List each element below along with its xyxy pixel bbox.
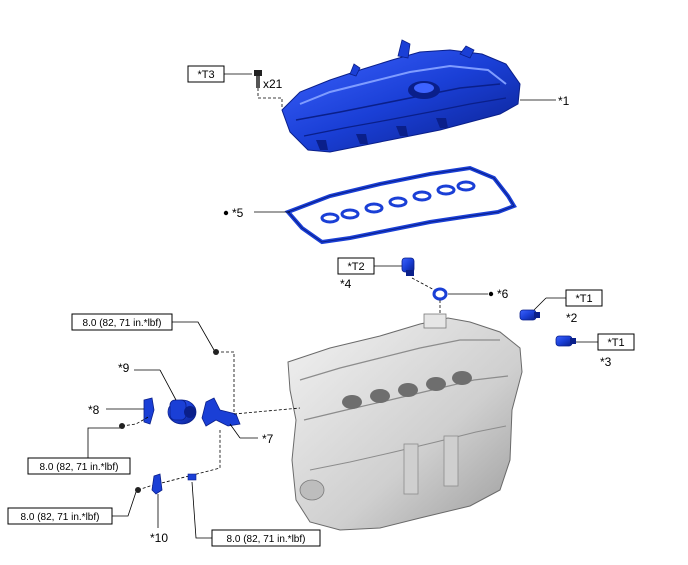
bolt-a bbox=[213, 349, 219, 355]
part-3-sensor bbox=[555, 335, 576, 347]
torque-leader-a bbox=[172, 321, 215, 351]
callout-1: *1 bbox=[558, 94, 570, 108]
bolt-guide-line bbox=[257, 88, 283, 108]
callout-2: *2 bbox=[566, 311, 578, 325]
part-4-plug bbox=[401, 257, 415, 276]
torque-spec-c: 8.0 (82, 71 in.*lbf) bbox=[21, 512, 100, 523]
callout-10: *10 bbox=[150, 531, 168, 545]
bolt-quantity: x21 bbox=[263, 77, 283, 91]
bolt-b bbox=[119, 423, 125, 429]
part-7-bracket bbox=[201, 397, 241, 427]
bolt-c bbox=[135, 487, 141, 493]
torque-leader-c bbox=[112, 491, 137, 517]
bullet-dot-5 bbox=[223, 210, 229, 216]
bullet-dot-6 bbox=[488, 291, 494, 297]
part-2-sensor bbox=[519, 309, 540, 321]
head-cover-gasket bbox=[284, 165, 517, 245]
torque-spec-d: 8.0 (82, 71 in.*lbf) bbox=[227, 534, 306, 545]
torque-spec-a: 8.0 (82, 71 in.*lbf) bbox=[83, 318, 162, 329]
bolt-d bbox=[187, 473, 197, 481]
callout-4: *4 bbox=[340, 277, 352, 291]
guide-line-a bbox=[216, 351, 301, 415]
tag-t2: *T2 bbox=[347, 261, 364, 273]
part-10-clip bbox=[151, 473, 163, 495]
cylinder-head-block bbox=[287, 313, 523, 531]
torque-leader-d bbox=[191, 481, 212, 539]
tag-t3: *T3 bbox=[197, 69, 214, 81]
callout-8: *8 bbox=[88, 403, 100, 417]
cylinder-head-cover bbox=[281, 39, 521, 153]
tag-t1-b: *T1 bbox=[607, 337, 624, 349]
tag-t1-a: *T1 bbox=[575, 293, 592, 305]
torque-leader-b bbox=[87, 427, 120, 458]
callout-7: *7 bbox=[262, 432, 274, 446]
torque-spec-b: 8.0 (82, 71 in.*lbf) bbox=[40, 462, 119, 473]
callout-5: *5 bbox=[232, 206, 244, 220]
callout-6: *6 bbox=[497, 287, 509, 301]
torque-box-b bbox=[27, 457, 131, 475]
part-6-o-ring bbox=[432, 287, 448, 301]
guide-line-c bbox=[137, 430, 221, 491]
part-8-clip bbox=[143, 397, 155, 425]
part-9-housing bbox=[167, 399, 197, 425]
callout-3: *3 bbox=[600, 355, 612, 369]
callout-9: *9 bbox=[118, 361, 130, 375]
head-cover-bolt bbox=[254, 70, 262, 88]
